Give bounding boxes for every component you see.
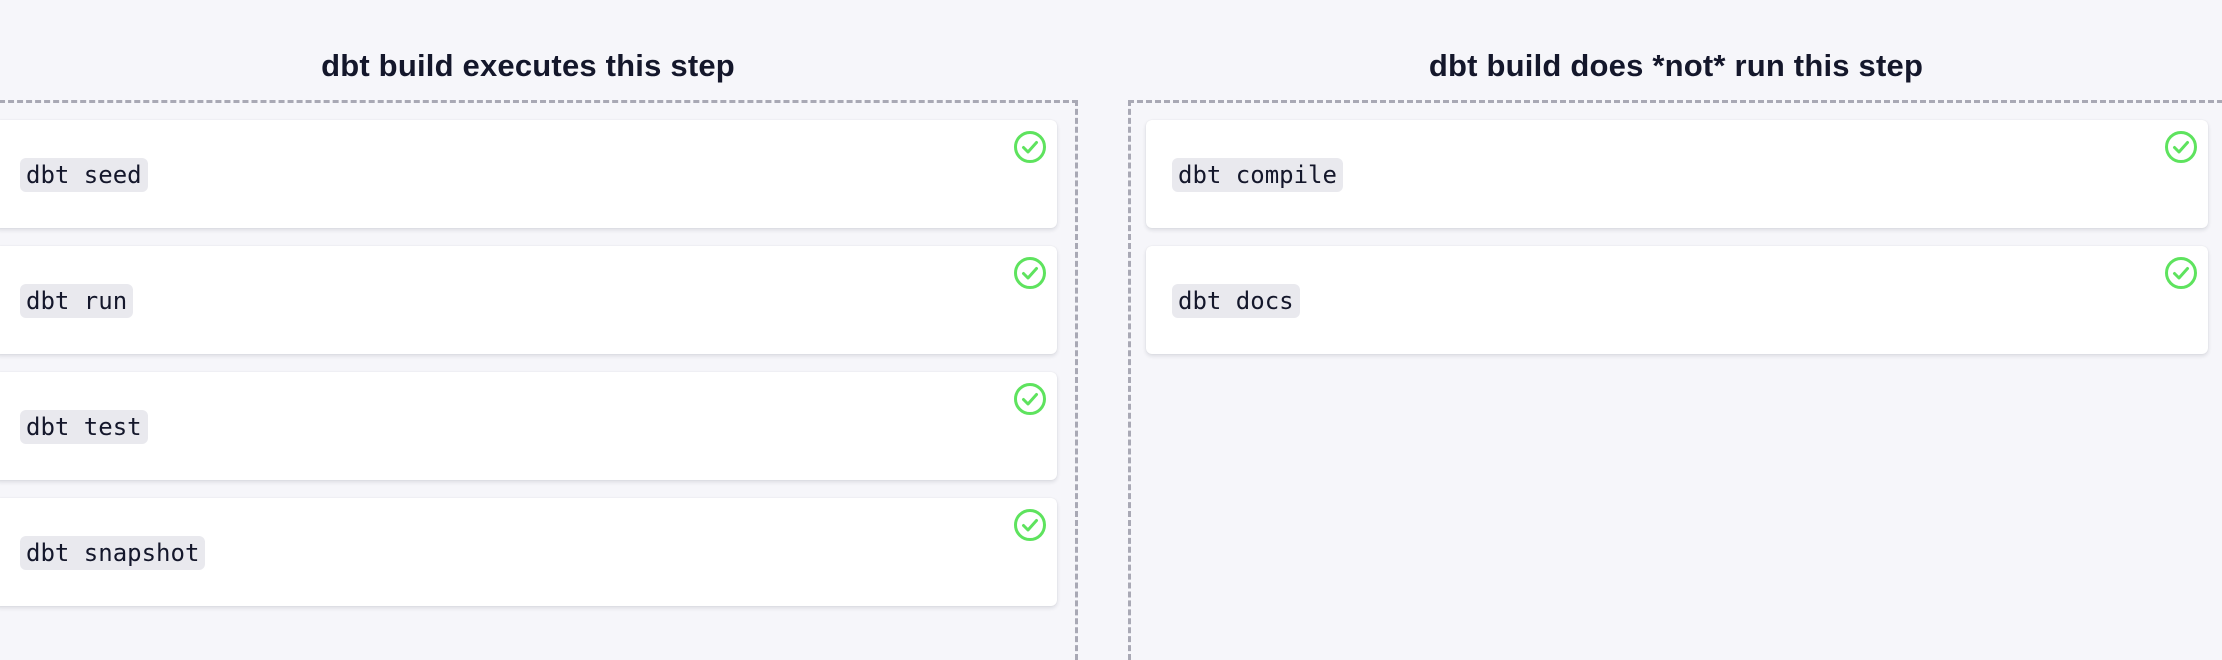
- card-command-label: dbt snapshot: [20, 536, 206, 570]
- executes-column-title: dbt build executes this step: [321, 47, 735, 83]
- draggable-card-dbt-compile[interactable]: dbt compile: [1146, 120, 2208, 228]
- check-circle-icon: [1013, 382, 1047, 416]
- card-command-label: dbt compile: [1172, 158, 1343, 192]
- check-circle-icon: [2164, 130, 2198, 164]
- does-not-run-column-title: dbt build does *not* run this step: [1428, 47, 1924, 83]
- check-circle-icon: [1013, 130, 1047, 164]
- draggable-card-dbt-test[interactable]: dbt test: [0, 372, 1057, 480]
- card-command-label: dbt run: [20, 284, 134, 318]
- card-command-label: dbt seed: [20, 158, 148, 192]
- card-command-label: dbt docs: [1172, 284, 1300, 318]
- does-not-run-drop-zone[interactable]: [1128, 100, 2222, 660]
- draggable-card-dbt-run[interactable]: dbt run: [0, 246, 1057, 354]
- draggable-card-dbt-snapshot[interactable]: dbt snapshot: [0, 498, 1057, 606]
- does-not-run-column: dbt build does *not* run this step dbt c…: [1128, 0, 2222, 660]
- draggable-card-dbt-docs[interactable]: dbt docs: [1146, 246, 2208, 354]
- check-circle-icon: [2164, 256, 2198, 290]
- card-command-label: dbt test: [20, 410, 148, 444]
- check-circle-icon: [1013, 508, 1047, 542]
- executes-drop-zone[interactable]: [0, 100, 1078, 660]
- draggable-card-dbt-seed[interactable]: dbt seed: [0, 120, 1057, 228]
- executes-column: dbt build executes this step dbt seed db…: [0, 0, 1078, 660]
- check-circle-icon: [1013, 256, 1047, 290]
